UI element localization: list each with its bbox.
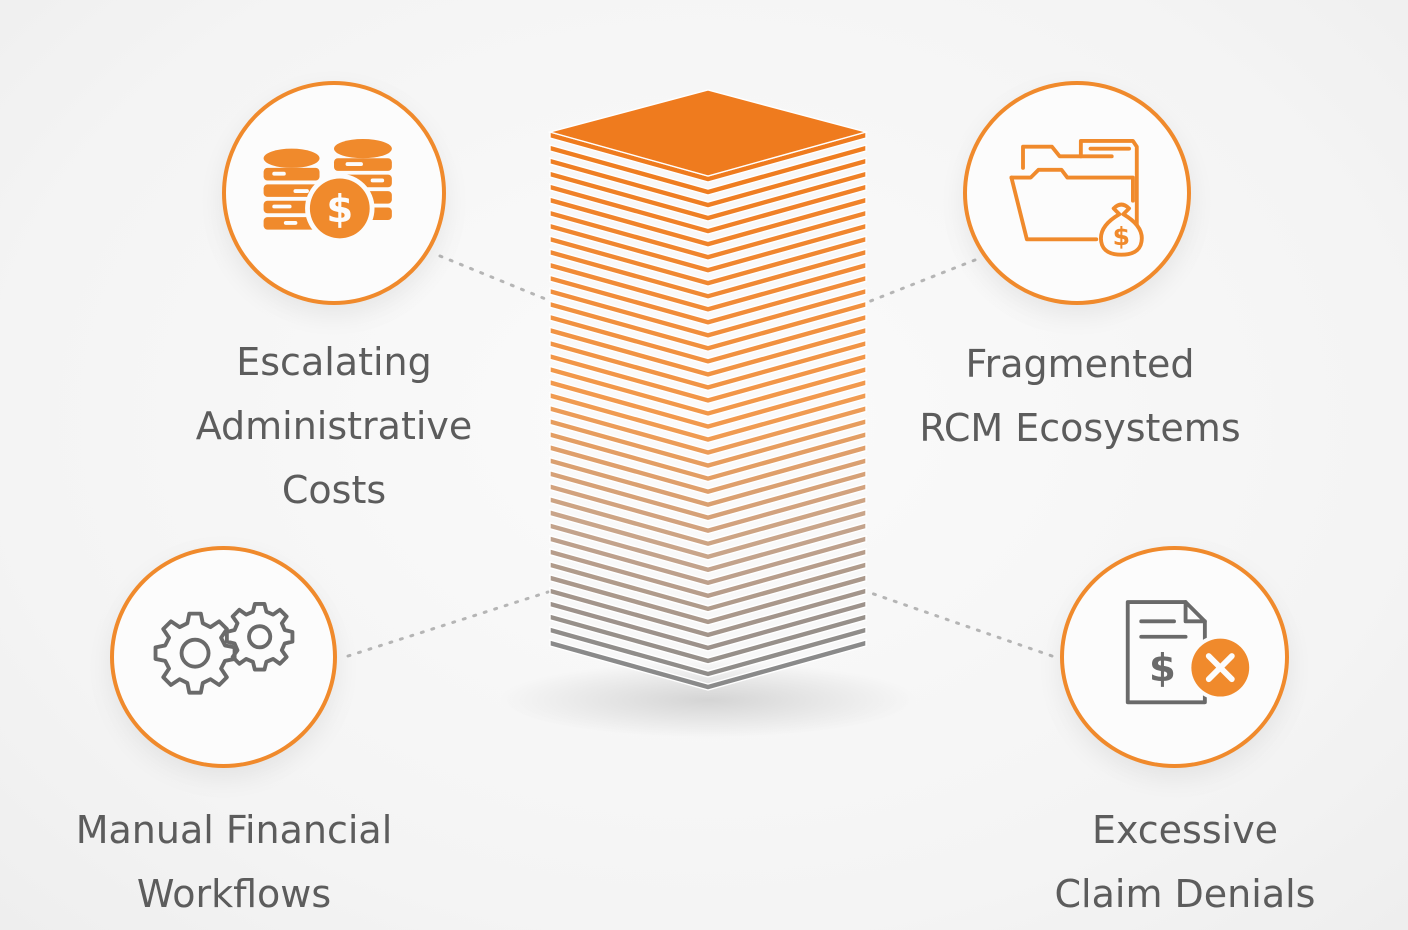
label-line: Claim Denials [1054, 872, 1316, 916]
gears-icon [153, 602, 295, 695]
stack-sheet [549, 157, 867, 209]
stack-sheet [549, 495, 867, 548]
stack-sheet [549, 248, 867, 300]
badge-fragmented-rcm: $ [963, 81, 1191, 305]
stack-sheet [549, 404, 867, 457]
stack-sheet [549, 547, 867, 600]
folder-money-bag-icon: $ [1009, 139, 1144, 257]
label-claim-denials: Excessive Claim Denials [1030, 798, 1340, 926]
stack-sheets [547, 89, 869, 691]
stack-sheet [549, 482, 867, 535]
label-fragmented-rcm: Fragmented RCM Ecosystems [900, 332, 1260, 460]
svg-text:$: $ [1113, 222, 1130, 251]
connector-top-right [866, 258, 977, 304]
stack-sheet [549, 456, 867, 509]
stack-sheet [549, 534, 867, 587]
svg-text:$: $ [1149, 646, 1176, 691]
stack-sheet [549, 417, 867, 470]
stack-sheet [549, 613, 867, 665]
stack-sheet [549, 600, 867, 652]
stack-sheet [549, 209, 867, 261]
label-line: Manual Financial [75, 808, 393, 852]
stack-sheet [549, 326, 867, 379]
connector-bottom-right [866, 590, 1054, 658]
label-line: RCM Ecosystems [919, 406, 1241, 450]
connector-bottom-left [346, 590, 550, 658]
stack-sheet [549, 144, 867, 196]
badge-manual-workflows [110, 546, 337, 768]
stack-sheet [549, 443, 867, 496]
stack-sheet [549, 183, 867, 235]
coin-stacks-dollar-icon: $ [263, 139, 392, 244]
stack-sheet [549, 339, 867, 392]
badge-escalating-costs: $ [222, 81, 446, 305]
label-manual-workflows: Manual Financial Workflows [54, 798, 414, 926]
label-line: Costs [281, 468, 387, 512]
stack-sheet [549, 313, 867, 366]
label-line: Workflows [136, 872, 332, 916]
stack-shadow [498, 662, 918, 738]
stack-sheet [549, 639, 867, 691]
stack-sheet [549, 235, 867, 287]
stack-sheet [549, 261, 867, 313]
stack-sheet [549, 352, 867, 405]
stack-sheet [549, 196, 867, 248]
stack-sheet [549, 287, 867, 340]
label-escalating-costs: Escalating Administrative Costs [184, 330, 484, 522]
label-line: Escalating [236, 340, 432, 384]
document-dollar-x-icon: $ [1125, 600, 1254, 705]
stack-sheet [549, 626, 867, 678]
stack-sheet [549, 170, 867, 222]
stack-sheet [549, 586, 867, 639]
stack-sheet [549, 391, 867, 444]
connector-top-left [438, 254, 550, 302]
stack-sheet [549, 573, 867, 626]
label-line: Administrative [195, 404, 473, 448]
label-line: Excessive [1091, 808, 1279, 852]
stack-sheet [549, 521, 867, 574]
stack-sheet [549, 274, 867, 327]
stack-sheet [549, 300, 867, 353]
svg-text:$: $ [326, 187, 353, 232]
stack-sheet [549, 560, 867, 613]
stack-sheet [549, 365, 867, 418]
stack-sheet [549, 222, 867, 274]
stack-sheet [549, 469, 867, 522]
badge-claim-denials: $ [1060, 546, 1289, 768]
stack-top-sheet [547, 89, 869, 177]
stack-sheet [549, 378, 867, 431]
stack-sheet [549, 430, 867, 483]
label-line: Fragmented [965, 342, 1195, 386]
stack-sheet [549, 508, 867, 561]
